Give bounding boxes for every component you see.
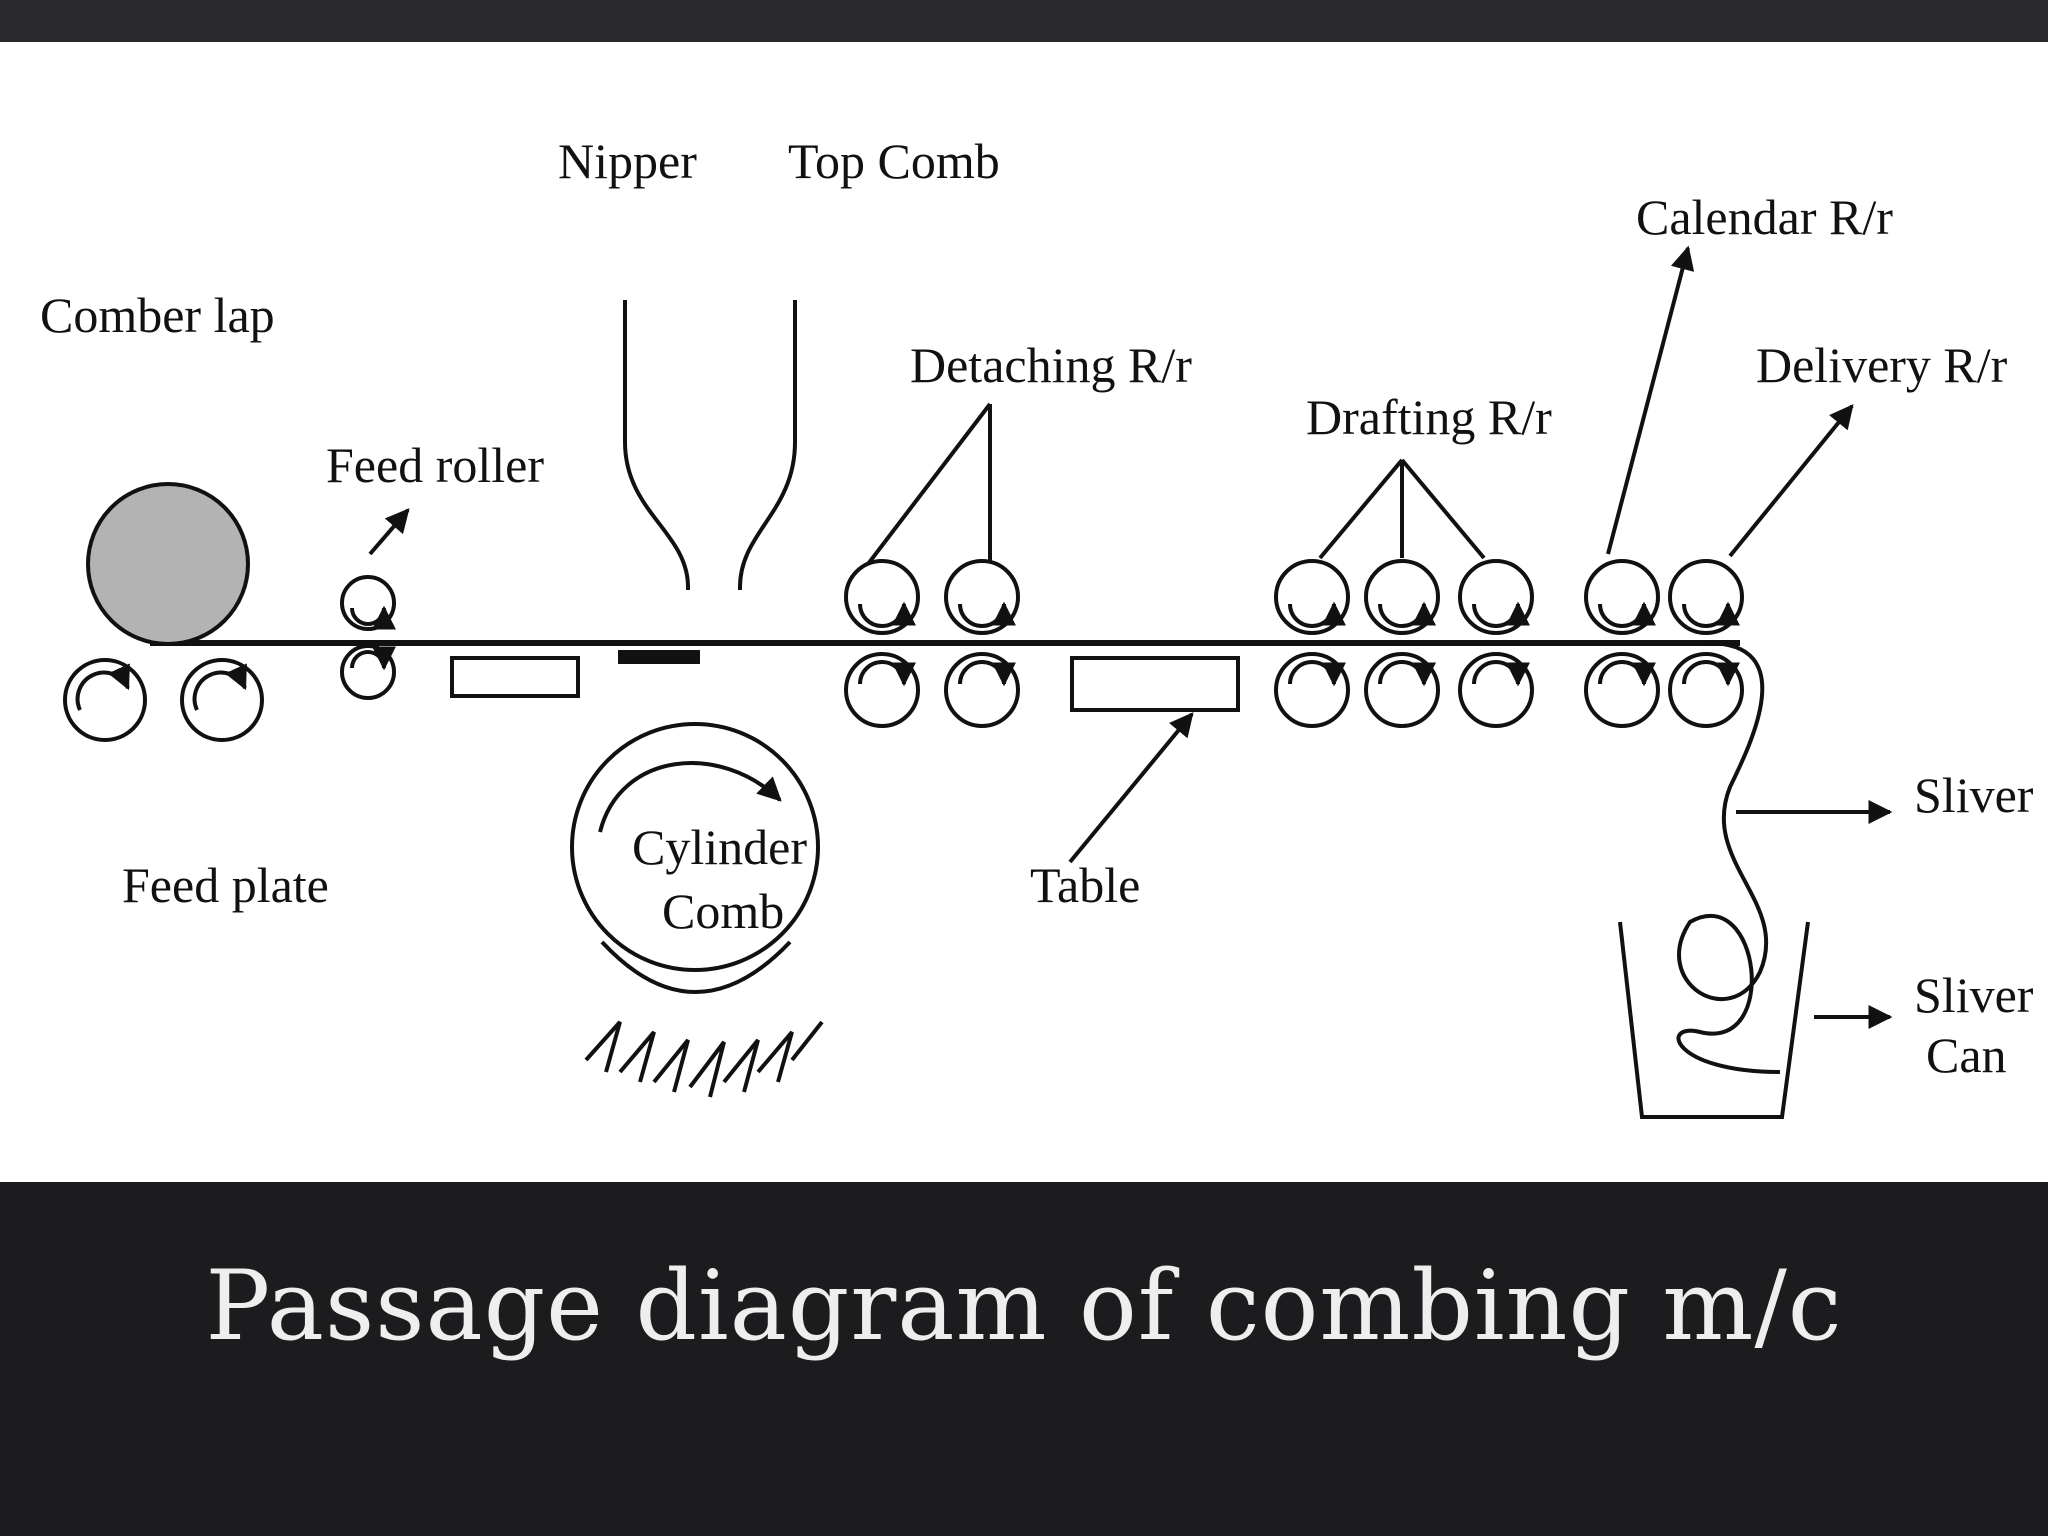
slide-caption: Passage diagram of combing m/c <box>205 1250 1843 1362</box>
label-top-comb: Top Comb <box>788 133 1000 189</box>
detaching-pointer-lines <box>866 402 992 566</box>
sliver-can <box>1618 921 1810 1119</box>
label-cylinder-comb-line2: Comb <box>662 883 784 939</box>
calendar-pointer-arrow <box>1606 245 1695 555</box>
table <box>1070 656 1240 712</box>
calendar-rollers <box>1584 559 1660 728</box>
delivery-rollers <box>1668 559 1744 728</box>
comber-lap-roll <box>86 482 250 646</box>
label-detaching-rollers: Detaching R/r <box>910 337 1192 393</box>
top-comb <box>738 300 797 590</box>
diagram-panel: Nipper Top Comb Comber lap Feed roller D… <box>0 42 2048 1182</box>
label-sliver-can-line2: Can <box>1926 1027 2007 1083</box>
lap-roller-right <box>180 658 264 742</box>
drafting-pointer-lines <box>1318 458 1486 560</box>
feed-roller-top <box>340 575 396 631</box>
label-feed-plate: Feed plate <box>122 857 329 913</box>
drafting-rollers <box>1274 559 1534 728</box>
label-comber-lap: Comber lap <box>40 287 275 343</box>
feed-roller-bottom <box>340 644 396 700</box>
label-calendar-rollers: Calendar R/r <box>1636 189 1893 245</box>
detaching-rollers <box>844 559 1020 728</box>
feed-roller-pointer-arrow <box>368 508 410 556</box>
table-pointer-arrow <box>1068 712 1194 864</box>
cylinder-comb <box>570 722 824 1098</box>
nipper-plate <box>618 650 700 664</box>
label-nipper: Nipper <box>558 133 697 189</box>
delivery-pointer-arrow <box>1728 404 1854 558</box>
label-cylinder-comb-line1: Cylinder <box>632 819 807 875</box>
label-table: Table <box>1030 857 1140 913</box>
label-sliver: Sliver <box>1914 767 2034 823</box>
top-bar <box>0 0 2048 42</box>
combing-passage-diagram: Nipper Top Comb Comber lap Feed roller D… <box>40 133 2034 1119</box>
label-feed-roller: Feed roller <box>326 437 544 493</box>
lap-roller-left <box>63 658 147 742</box>
sliver-strand <box>1676 641 1781 1074</box>
feed-plate <box>450 656 580 698</box>
label-delivery-rollers: Delivery R/r <box>1756 337 2008 393</box>
label-drafting-rollers: Drafting R/r <box>1306 389 1552 445</box>
label-sliver-can-line1: Sliver <box>1914 967 2034 1023</box>
nipper-jaw <box>623 300 690 590</box>
